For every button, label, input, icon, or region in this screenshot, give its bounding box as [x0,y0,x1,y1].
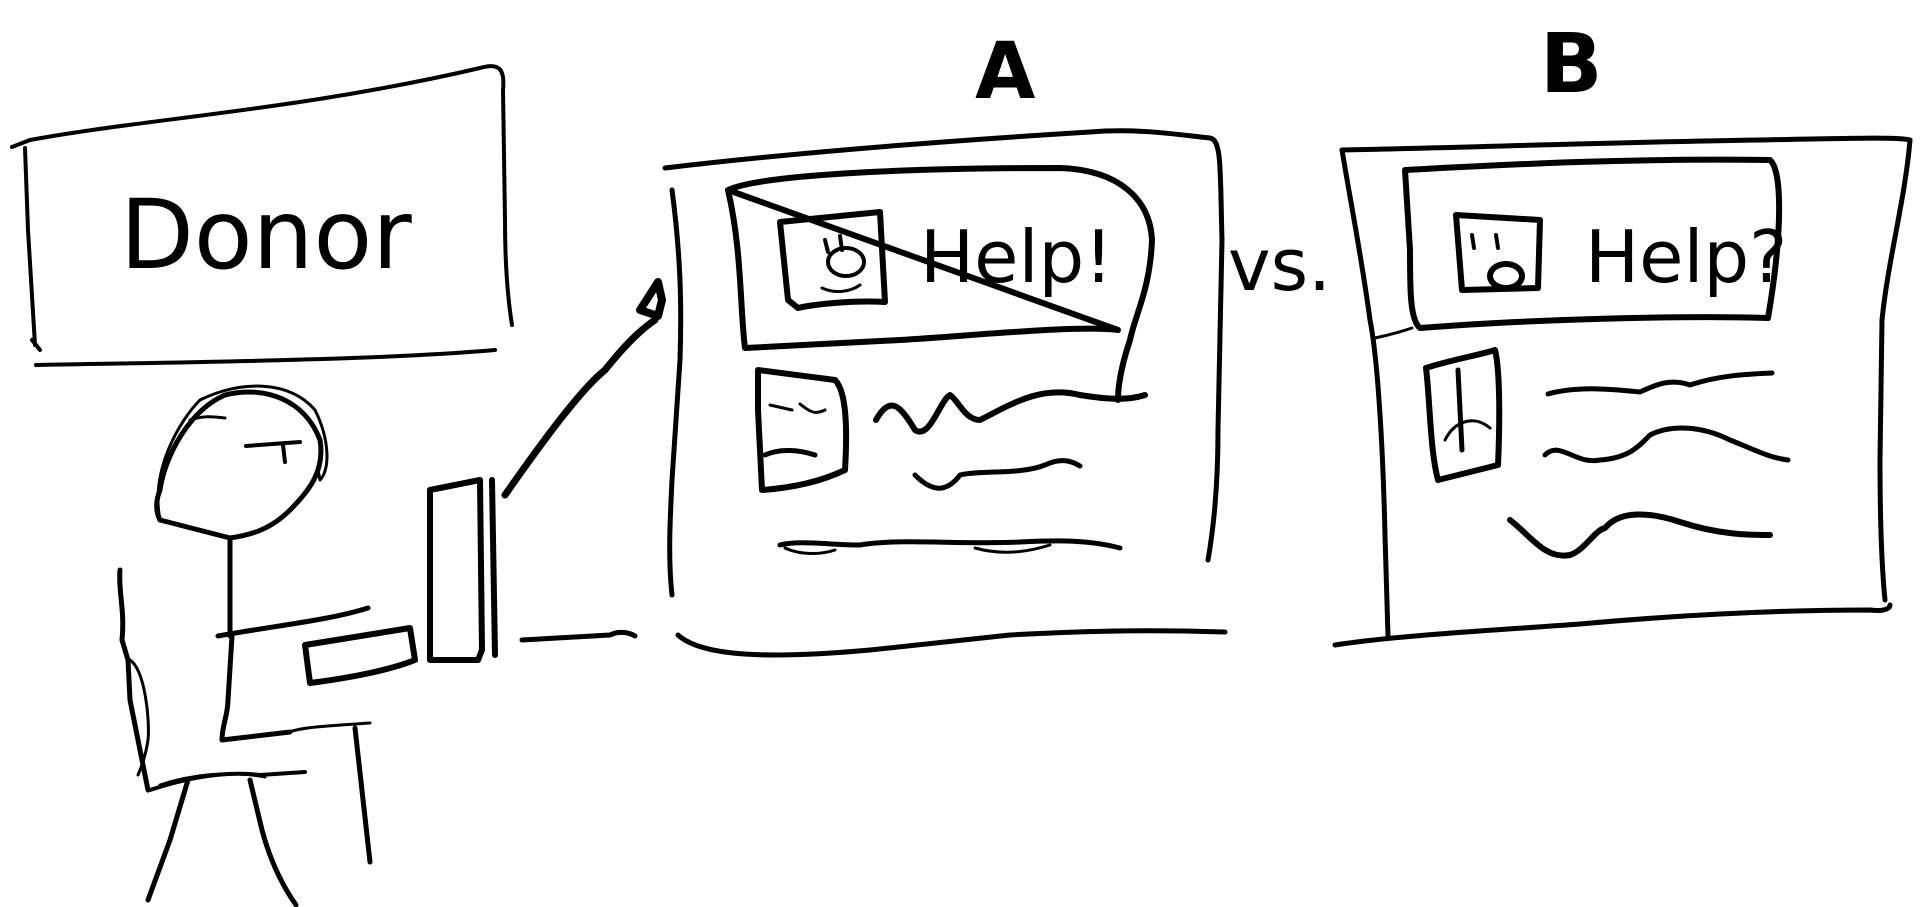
variant-a-text-line-2 [912,458,1083,491]
variant-b-face-mouth [1487,261,1525,291]
variant-b-content-photo [1423,347,1503,483]
variant-a-face-mouth [826,246,866,278]
variant-b-headline: Help? [1585,215,1787,299]
figure-brow [188,415,227,422]
variant-a-label: A [975,27,1035,117]
variant-b-face-eyes [1470,233,1500,250]
figure-eye [244,440,302,464]
variant-a-frame-bottom [675,628,1228,658]
variant-b-photo-scribble [1443,419,1492,442]
variant-b-label: B [1540,17,1603,112]
variant-a-text-line-3-scribble [783,543,1052,555]
donor-sign: Donor [10,64,514,367]
variant-a-photo-scribble-2 [762,448,818,458]
donor-sign-bottom-edge [34,348,497,367]
variant-a-frame-outer [662,128,1225,563]
figure-chair-back [117,567,151,793]
variant-b-frame-outer [1339,135,1913,603]
variant-a-panel: A Help! [662,27,1228,658]
variant-b-frame-bottom [1332,602,1893,648]
figure-body [219,633,293,743]
laptop [302,278,666,686]
donor-sign-text: Donor [120,179,412,291]
variant-a-content-photo [755,367,850,493]
comparison-vs-text: vs. [1228,223,1331,307]
figure-head [154,389,324,541]
variant-b-frame-left [1339,147,1391,639]
variant-b-text-line-3 [1507,511,1773,559]
pointer-arrow-shaft [501,316,659,499]
variant-b-header-connector [1373,326,1414,340]
variant-a-frame-left [667,187,684,598]
variant-a-header [725,165,1155,403]
figure-leg-left [145,777,191,903]
figure-chair-curve [128,658,150,777]
laptop-keyboard [302,625,418,686]
figure-hair [156,384,329,522]
variant-b-sad-face-icon [1470,233,1525,291]
laptop-screen [427,477,485,663]
laptop-screen-side [489,477,498,658]
variant-b-header [1402,156,1783,331]
variant-b-panel: B Help? [1332,17,1913,648]
figure-lap [288,721,372,734]
figure-chair-leg [352,725,373,865]
stick-figure [117,384,373,907]
figure-arm-upper [215,605,371,639]
variant-b-text-line-1 [1545,370,1775,397]
variant-b-photo-figure [1455,367,1465,453]
variant-a-photo-scribble [768,402,827,414]
donor-sign-top-edge [10,64,514,327]
variant-a-sad-face-icon [820,234,866,294]
figure-leg-right [247,777,299,907]
variant-b-photo-box [1453,212,1543,293]
variant-a-text-line-1 [873,389,1148,435]
figure-seat-line [158,772,267,787]
variant-a-headline: Help! [920,215,1113,299]
variant-a-text-line-3 [777,538,1123,551]
variant-b-text-line-2 [1542,425,1791,464]
variant-a-photo-box [777,209,888,311]
laptop-cable [519,629,638,643]
pointer-arrow-head [636,278,666,320]
variant-a-face-chin [820,283,862,294]
donor-sign-left-edge [23,146,42,352]
